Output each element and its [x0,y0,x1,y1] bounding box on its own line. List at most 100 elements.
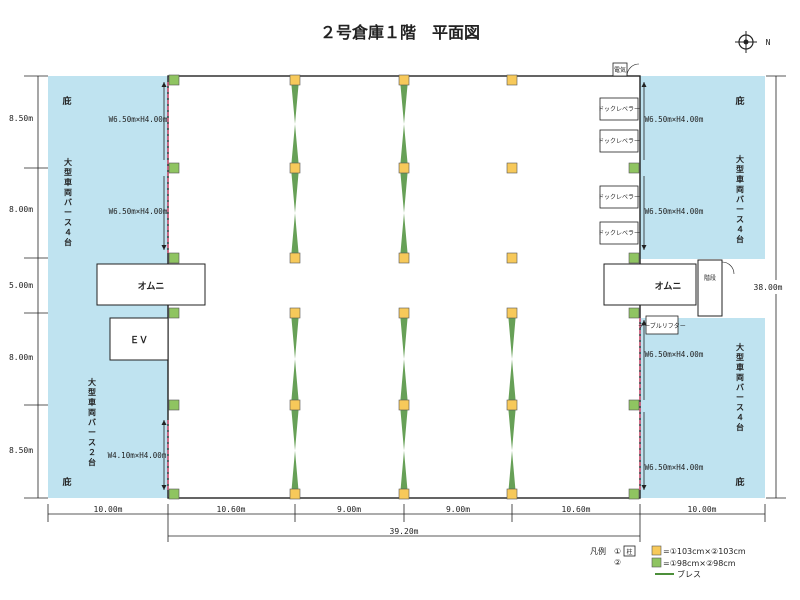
elevator-label: ＥＶ [130,335,148,346]
canopy-left-top: 庇 [61,95,71,107]
legend: 凡例 ① 柱 ② =①103cm×②103cm =①98cm×②98cm ブレス [590,545,746,579]
omni-right [603,263,697,306]
columns [168,74,640,500]
brace-0 [291,80,299,168]
legend-yellow-text: =①103cm×②103cm [663,547,746,556]
dim-bottom-total: 39.20m [390,527,419,536]
brace-9 [508,405,516,496]
door-label-left-mid: W6.50m×H4.00m [109,207,168,216]
legend-column-glyph: 柱 [626,548,632,556]
dim-left-2: 8.00m [9,205,33,214]
brace-4 [291,313,299,405]
column-23 [289,399,301,411]
dim-right-total: 38.00m [754,283,783,292]
electric-room-label: 電気 [614,66,626,74]
column-7 [628,252,640,264]
omni-left [96,263,206,306]
dock-leveler-3: ドックレベラー [598,194,640,201]
stairs-label: 階段 [704,274,716,282]
column-1 [168,162,180,174]
column-10 [628,488,640,500]
column-9 [628,399,640,411]
column-11 [289,74,301,86]
door-label-left-bottom: W4.10m×H4.00m [108,451,167,460]
column-27 [398,488,410,500]
column-26 [289,488,301,500]
brace-2 [400,80,408,168]
door-label-right-4: W6.50m×H4.00m [645,463,704,472]
column-15 [398,162,410,174]
yard-right-bottom [640,318,765,498]
legend-num1: ① [614,547,621,556]
door-arrowhead-2 [161,420,167,425]
canopy-right-top: 庇 [734,95,744,107]
column-14 [289,162,301,174]
dim-left-1: 8.50m [9,114,33,123]
canopy-left-bottom: 庇 [61,476,71,488]
column-16 [506,162,518,174]
dock-leveler-1: ドックレベラー [598,106,640,113]
column-20 [289,307,301,319]
north-arrow-icon: N [735,31,771,53]
door-arrowhead-0 [161,82,167,87]
dim-left-5: 8.50m [9,446,33,455]
right-dimension-line: 38.00m [748,75,788,499]
parking-label-right-top: 大型車両バース４台 [736,154,744,244]
brace-6 [400,313,408,405]
brace-3 [400,168,408,258]
column-5 [168,488,180,500]
dim-bottom-3: 9.00m [337,505,361,514]
braces [291,80,516,496]
column-28 [506,488,518,500]
left-dimension-line: 8.50m 8.00m 5.00m 8.00m 8.50m [9,75,48,499]
door-arrowhead-6 [641,320,647,325]
plan-title: ２号倉庫１階 平面図 [320,23,480,42]
yard-right-top [640,76,765,259]
column-18 [398,252,410,264]
brace-7 [400,405,408,496]
parking-label-right-bottom: 大型車両バース４台 [736,342,744,432]
dim-bottom-5: 10.60m [562,505,591,514]
column-19 [506,252,518,264]
door-label-right-2: W6.50m×H4.00m [645,207,704,216]
column-3 [168,307,180,319]
column-22 [506,307,518,319]
parking-label-left-bottom: 大型車両バース２台 [88,377,96,467]
brace-1 [291,168,299,258]
column-13 [506,74,518,86]
column-24 [398,399,410,411]
legend-green-swatch [651,557,662,568]
column-21 [398,307,410,319]
brace-8 [508,313,516,405]
dim-bottom-4: 9.00m [446,505,470,514]
door-swing-stairs [721,261,735,275]
omni-right-label: オムニ [655,281,682,292]
dock-levelers: ドックレベラー ドックレベラー ドックレベラー ドックレベラー [598,97,640,245]
column-8 [628,307,640,319]
dim-bottom-6: 10.00m [688,505,717,514]
column-6 [628,162,640,174]
column-17 [289,252,301,264]
dim-left-4: 8.00m [9,353,33,362]
dim-bottom-1: 10.00m [94,505,123,514]
legend-title: 凡例 [590,546,606,556]
door-label-right-1: W6.50m×H4.00m [645,115,704,124]
stairs [697,259,723,317]
column-0 [168,74,180,86]
table-lifter-label: テーブルリフター [638,322,686,330]
door-swing-top [626,63,640,77]
door-arrowhead-5 [641,245,647,250]
legend-yellow-swatch [651,545,662,556]
dim-bottom-2: 10.60m [217,505,246,514]
electric-room [612,62,628,77]
omni-left-label: オムニ [138,281,165,292]
bottom-dimension-line: 10.00m 10.60m 9.00m 9.00m 10.60m 10.00m … [47,504,766,542]
brace-5 [291,405,299,496]
legend-green-text: =①98cm×②98cm [663,559,736,568]
column-2 [168,252,180,264]
door-arrowhead-4 [641,82,647,87]
dock-leveler-2: ドックレベラー [598,138,640,145]
column-12 [398,74,410,86]
